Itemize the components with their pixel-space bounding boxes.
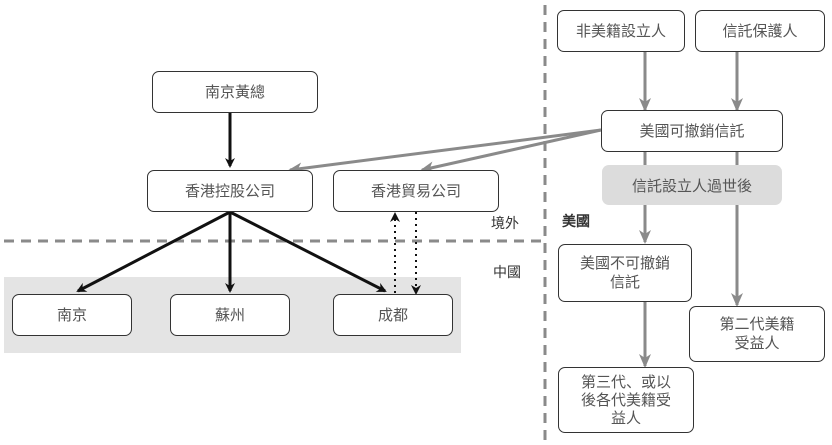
region-label-china: 中國: [493, 265, 521, 281]
node-third-gen-beneficiary: 第三代、或以 後各代美籍受 益人: [558, 367, 694, 433]
region-label-usa: 美國: [562, 214, 590, 230]
node-hk-holding: 香港控股公司: [147, 170, 313, 212]
node-second-gen-beneficiary: 第二代美籍 受益人: [689, 306, 825, 362]
node-us-irrevocable-trust: 美國不可撤銷 信託: [558, 244, 692, 302]
node-chengdu: 成都: [333, 294, 453, 336]
node-nanjing: 南京: [12, 294, 132, 336]
node-hk-trading: 香港貿易公司: [333, 170, 499, 212]
arrow-trust-to-trading: [420, 128, 602, 174]
region-label-offshore: 境外: [491, 216, 519, 232]
arrow-holding-to-chengdu: [229, 210, 387, 293]
node-trust-protector: 信託保護人: [695, 10, 825, 52]
arrow-holding-to-nanjing: [76, 210, 231, 293]
node-suzhou: 蘇州: [170, 294, 290, 336]
node-us-revocable-trust: 美國可撤銷信託: [601, 110, 783, 152]
node-non-us-settlor: 非美籍設立人: [557, 10, 685, 52]
node-nanjing-hq: 南京黃總: [152, 71, 318, 113]
node-after-settlor-death: 信託設立人過世後: [602, 165, 782, 205]
arrow-trust-to-holding: [288, 128, 602, 175]
